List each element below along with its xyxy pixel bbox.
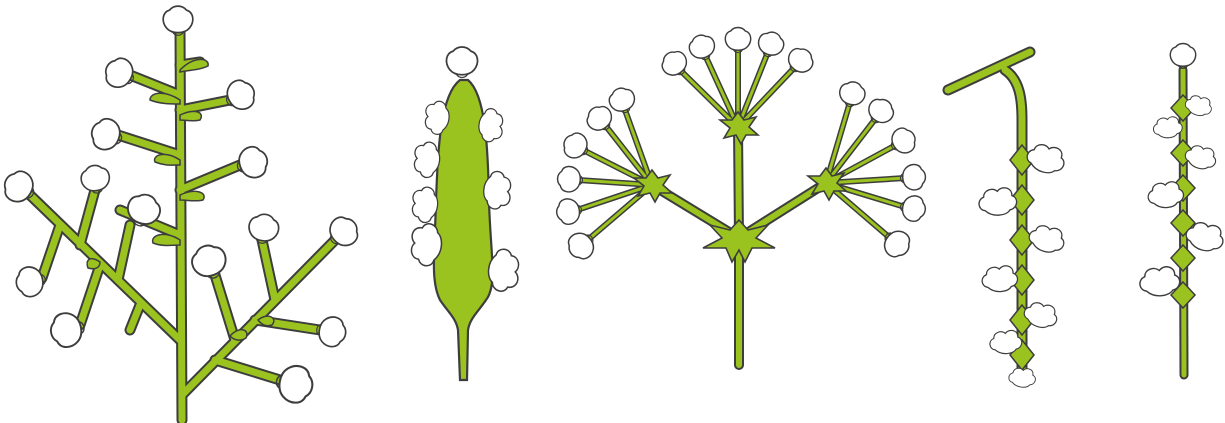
spike-group [1138, 44, 1225, 375]
panicle-group [0, 6, 364, 420]
panicle-stem-fill [30, 30, 335, 420]
catkin-group [948, 52, 1067, 387]
spadix-group [411, 47, 518, 380]
compound-umbel-group [555, 28, 928, 365]
